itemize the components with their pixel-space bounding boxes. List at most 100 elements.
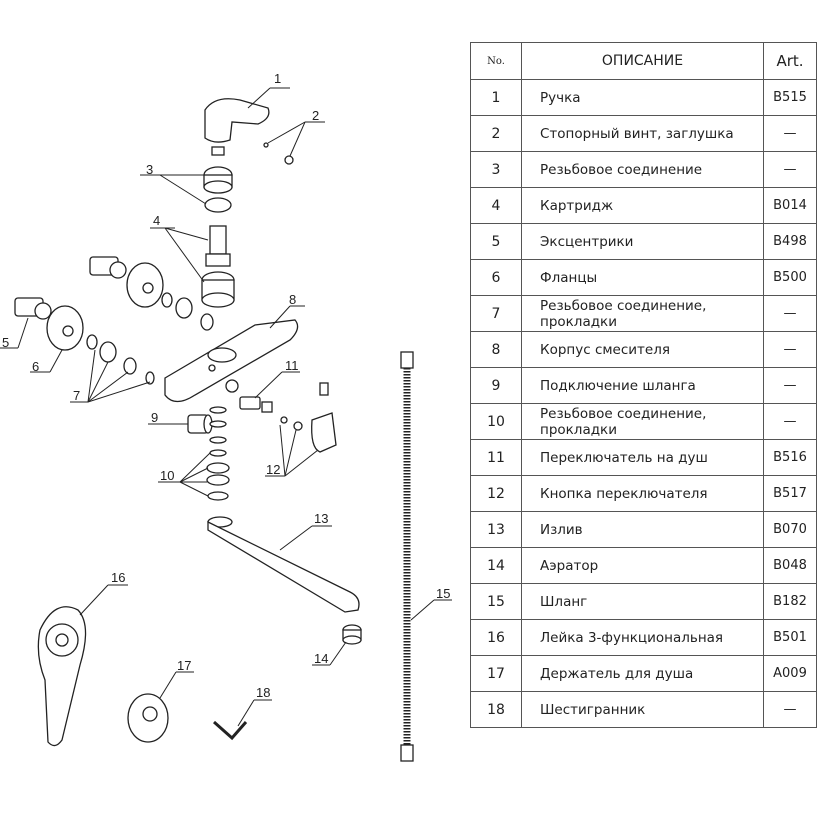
part-number: 10 — [470, 403, 522, 440]
part-number: 14 — [470, 547, 522, 584]
svg-text:11: 11 — [285, 358, 299, 373]
part-number: 16 — [470, 619, 522, 656]
part-article: B014 — [763, 187, 817, 224]
part-number: 5 — [470, 223, 522, 260]
svg-text:15: 15 — [436, 586, 450, 601]
part-article: B516 — [763, 439, 817, 476]
svg-text:3: 3 — [146, 162, 153, 177]
part-number: 3 — [470, 151, 522, 188]
part-article: A009 — [763, 655, 817, 692]
part-description: Аэратор — [521, 547, 764, 584]
part-flanges: 6 — [30, 262, 164, 374]
part-handle: 1 — [204, 71, 290, 143]
part-article: — — [763, 295, 817, 332]
part-description: Шестигранник — [521, 691, 764, 728]
part-number: 2 — [470, 115, 522, 152]
svg-text:8: 8 — [289, 292, 296, 307]
part-article: — — [763, 403, 817, 440]
svg-text:1: 1 — [274, 71, 281, 86]
svg-text:4: 4 — [153, 213, 160, 228]
part-article: B501 — [763, 619, 817, 656]
part-description: Лейка 3-функциональная — [521, 619, 764, 656]
part-number: 11 — [470, 439, 522, 476]
part-number: 9 — [470, 367, 522, 404]
part-number: 1 — [470, 79, 522, 116]
header-description: ОПИСАНИЕ — [521, 42, 764, 80]
part-number: 8 — [470, 331, 522, 368]
part-number: 17 — [470, 655, 522, 692]
part-article: — — [763, 331, 817, 368]
svg-text:13: 13 — [314, 511, 328, 526]
svg-text:5: 5 — [2, 335, 9, 350]
part-description: Шланг — [521, 583, 764, 620]
part-article: B515 — [763, 79, 817, 116]
part-article: B048 — [763, 547, 817, 584]
svg-text:6: 6 — [32, 359, 39, 374]
svg-text:10: 10 — [160, 468, 174, 483]
part-description: Резьбовое соединение, прокладки — [521, 403, 764, 440]
part-description: Излив — [521, 511, 764, 548]
header-art: Art. — [763, 42, 817, 80]
part-description: Кнопка переключателя — [521, 475, 764, 512]
part-number: 15 — [470, 583, 522, 620]
part-hose: 15 — [400, 351, 452, 762]
part-article: — — [763, 367, 817, 404]
part-description: Эксцентрики — [521, 223, 764, 260]
part-article: B517 — [763, 475, 817, 512]
part-number: 4 — [470, 187, 522, 224]
part-number: 7 — [470, 295, 522, 332]
part-description: Ручка — [521, 79, 764, 116]
part-article: — — [763, 151, 817, 188]
part-description: Стопорный винт, заглушка — [521, 115, 764, 152]
part-description: Корпус смесителя — [521, 331, 764, 368]
svg-text:14: 14 — [314, 651, 328, 666]
part-description: Резьбовое соединение, прокладки — [521, 295, 764, 332]
part-connection-gaskets: 10 — [158, 406, 230, 501]
part-article: B498 — [763, 223, 817, 260]
part-article: — — [763, 691, 817, 728]
part-description: Переключатель на душ — [521, 439, 764, 476]
part-article: — — [763, 115, 817, 152]
part-number: 18 — [470, 691, 522, 728]
part-cartridge: 4 — [150, 213, 235, 308]
part-eccentrics: 5 — [0, 256, 127, 350]
part-hose-connection: 9 — [148, 410, 213, 434]
header-no: No. — [470, 42, 522, 80]
part-description: Держатель для душа — [521, 655, 764, 692]
part-article: B070 — [763, 511, 817, 548]
svg-text:16: 16 — [111, 570, 125, 585]
svg-text:12: 12 — [266, 462, 280, 477]
part-screws: 2 — [263, 108, 325, 165]
part-diverter-button: 12 — [265, 382, 337, 477]
part-description: Фланцы — [521, 259, 764, 296]
table-header: No. ОПИСАНИЕ Art. — [470, 42, 817, 80]
part-article: B182 — [763, 583, 817, 620]
part-hex-key: 18 — [213, 685, 272, 741]
part-number: 6 — [470, 259, 522, 296]
part-aerator: 14 — [312, 624, 362, 666]
svg-text:17: 17 — [177, 658, 191, 673]
part-description: Резьбовое соединение — [521, 151, 764, 188]
part-article: B500 — [763, 259, 817, 296]
svg-text:9: 9 — [151, 410, 158, 425]
part-description: Картридж — [521, 187, 764, 224]
part-description: Подключение шланга — [521, 367, 764, 404]
